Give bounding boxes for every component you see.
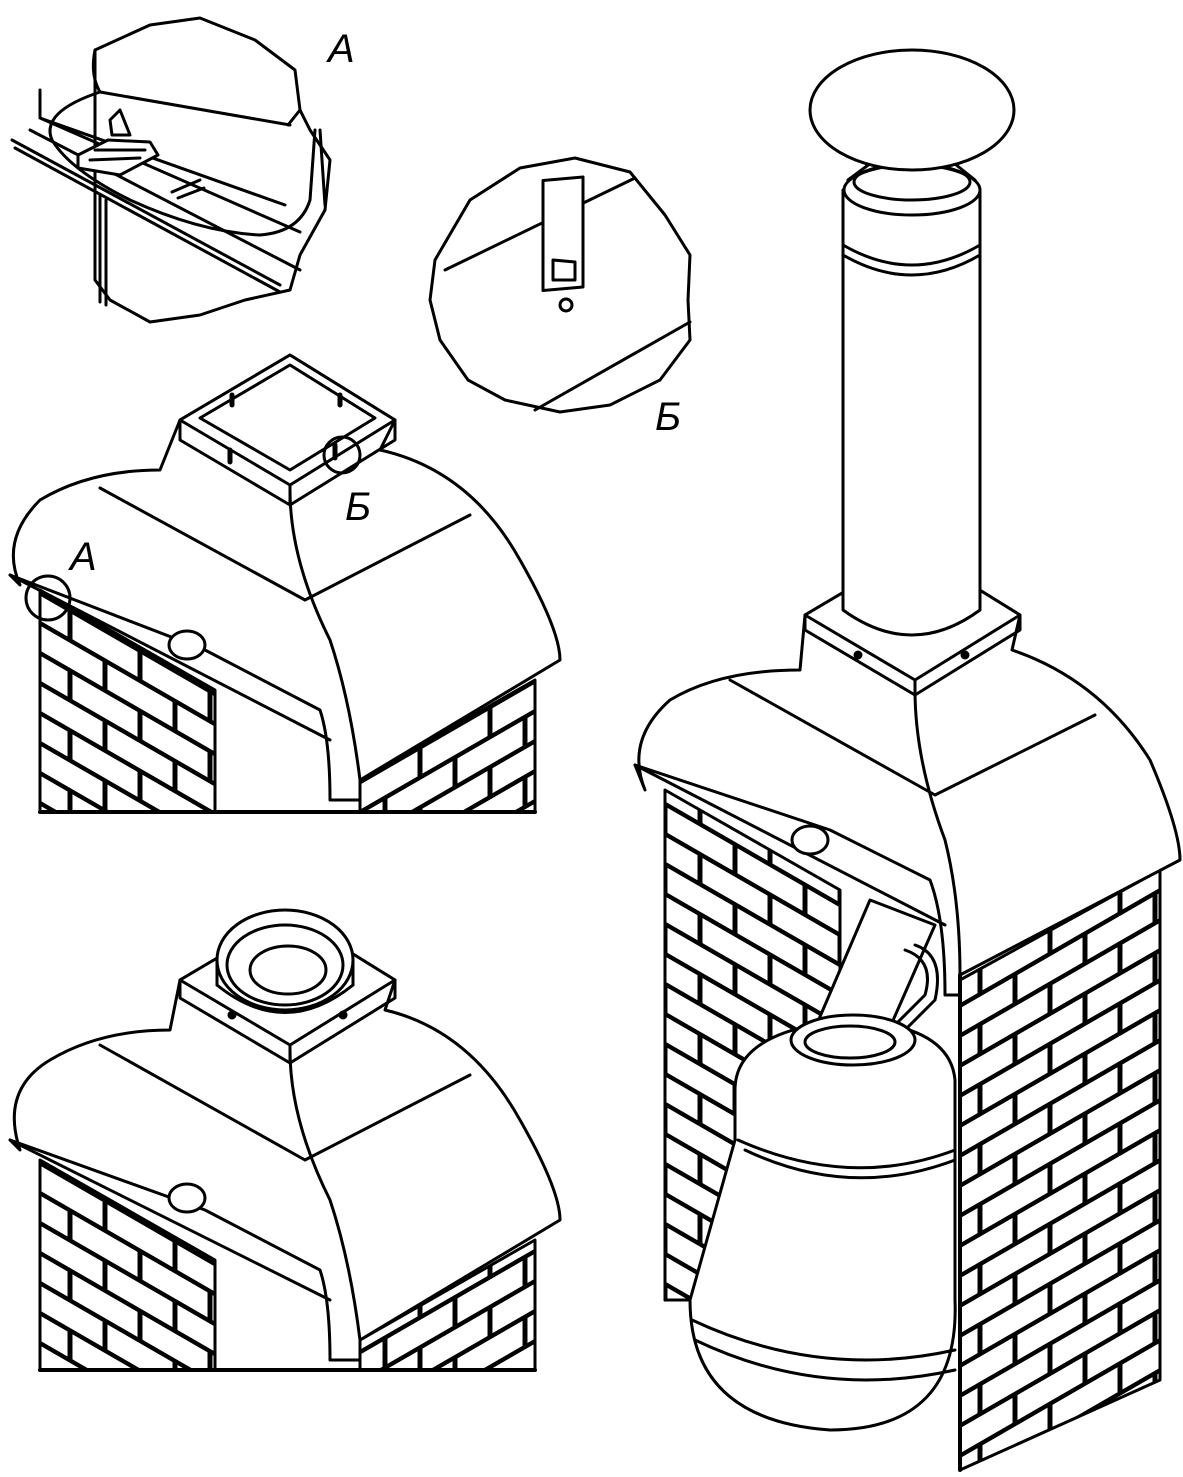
callout-a-label: А [68,535,97,579]
callout-a [24,574,72,622]
detail-a-outline [93,16,332,324]
inspection-hatch-2 [167,1182,207,1214]
bracket-plate [541,175,585,292]
detail-b-view: Б [428,156,692,439]
hood-body-3 [633,548,1182,997]
detail-a-label: А [326,27,355,71]
hood-body-2 [8,913,562,1362]
chimney-pipe [841,188,982,637]
clip-assembly [76,108,160,177]
inspection-hatch [167,629,207,661]
hood-with-square-collar: А Б [8,353,562,814]
rain-cap [808,48,1016,172]
callout-b [322,435,362,475]
hood-with-round-spigot [8,908,562,1372]
complete-fireplace-assembly [633,48,1182,1472]
detail-a-view: А [10,16,355,324]
hood-body [8,353,562,802]
callout-b-label: Б [345,485,371,529]
detail-b-label: Б [655,395,681,439]
inspection-hatch-3 [790,824,830,856]
